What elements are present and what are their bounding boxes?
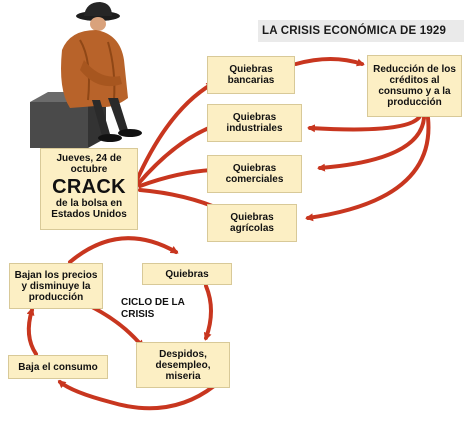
left-leg [92, 100, 110, 136]
right-leg [108, 98, 128, 132]
right-shoe [118, 129, 142, 137]
arrow-despidos-to-baja [57, 380, 216, 411]
arrow-precios-to-despidos [88, 304, 144, 349]
left-shoe [98, 134, 122, 142]
page-title: LA CRISIS ECONÓMICA DE 1929 [258, 20, 464, 42]
arrow-reduccion-to-comerciales [317, 116, 426, 172]
box-quiebras-industriales: Quiebras industriales [207, 104, 302, 142]
cycle-label: CICLO DE LA CRISIS [121, 297, 185, 320]
box-quiebras-comerciales: Quiebras comerciales [207, 155, 302, 193]
box-bajan-precios: Bajan los precios y disminuye la producc… [9, 263, 103, 309]
coat [61, 30, 128, 108]
crate-front [30, 102, 88, 148]
arrow-crack-to-bancarias [134, 82, 215, 184]
arrow-precios-to-quiebras [68, 236, 179, 264]
box-despidos: Despidos, desempleo, miseria [136, 342, 230, 388]
man-on-crate-illustration [30, 2, 142, 148]
arrow-crack-to-industriales [136, 123, 217, 186]
box-baja-consumo: Baja el consumo [8, 355, 108, 379]
face [90, 17, 106, 31]
arrow-reduccion-to-industriales [307, 114, 422, 133]
box-reduccion-creditos: Reducción de los créditos al consumo y a… [367, 55, 462, 117]
arrow-baja-to-precios [26, 307, 38, 356]
arrow-crack-to-comerciales [138, 166, 215, 188]
box-cycle-quiebras: Quiebras [142, 263, 232, 285]
crack-date: Jueves, 24 de octubre [56, 153, 122, 175]
box-quiebras-agricolas: Quiebras agrícolas [207, 204, 297, 242]
arrow-quiebras-to-despidos [203, 284, 213, 341]
crack-subtitle: de la bolsa en Estados Unidos [51, 198, 127, 220]
crack-box: Jueves, 24 de octubre CRACK de la bolsa … [40, 148, 138, 230]
arrow-bancarias-to-reduccion [294, 57, 365, 67]
hat-crown [84, 2, 112, 16]
crack-word: CRACK [52, 176, 126, 198]
box-quiebras-bancarias: Quiebras bancarias [207, 56, 295, 94]
arrow-reduccion-to-agricolas [305, 116, 431, 222]
